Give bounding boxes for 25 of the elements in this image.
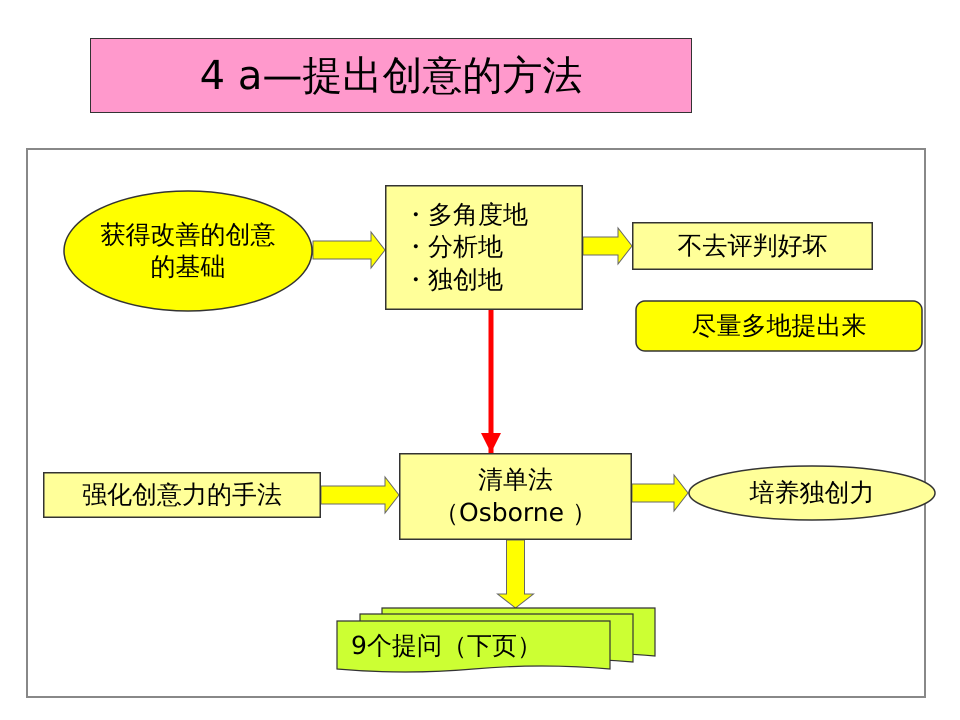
- rounded-box: [635, 300, 923, 352]
- block-arrow: [312, 230, 386, 270]
- node-text: ・分析地: [403, 231, 503, 264]
- process-box: [399, 453, 632, 540]
- node-text: （Osborne ）: [434, 496, 597, 528]
- node-text: ・独创地: [403, 264, 503, 296]
- node-text: 培养独创力: [750, 476, 874, 509]
- node-text: 清单法: [478, 464, 553, 496]
- process-box: [43, 472, 321, 518]
- block-arrow: [320, 476, 400, 514]
- node-text: 9个提问（下页）: [351, 630, 542, 662]
- block-arrow: [632, 474, 689, 512]
- process-box: [385, 185, 583, 310]
- process-box: [632, 222, 873, 270]
- block-arrow: [496, 540, 535, 609]
- node-text: 不去评判好坏: [678, 230, 828, 262]
- node-text: ・多角度地: [403, 198, 528, 231]
- ellipse-node: [63, 190, 313, 312]
- arrow: [481, 310, 501, 453]
- node-text: 获得改善的创意的基础: [100, 218, 276, 283]
- title-banner: 4 a—提出创意的方法: [90, 38, 692, 113]
- node-text: 尽量多地提出来: [692, 310, 866, 342]
- block-arrow: [582, 226, 633, 266]
- node-text: 强化创意力的手法: [82, 478, 282, 511]
- ellipse-node: [688, 465, 936, 521]
